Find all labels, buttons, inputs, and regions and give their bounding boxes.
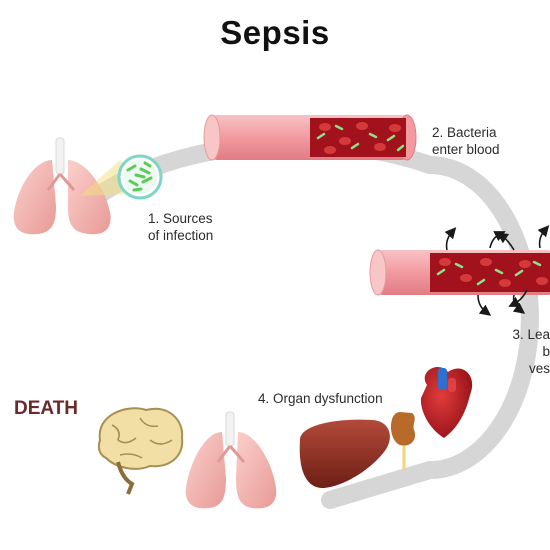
brain-icon — [97, 407, 184, 495]
lungs-icon — [13, 137, 111, 235]
kidney-icon — [391, 412, 416, 470]
step-2-line-2: enter blood — [432, 142, 500, 157]
step-3-line-1: 3. Lea — [512, 327, 550, 342]
blood-vessel-icon — [203, 114, 417, 161]
step-3-line-2: b — [542, 344, 550, 359]
cycle-arc — [71, 134, 539, 509]
step-1-label: 1. Sources of infection — [148, 210, 213, 244]
step-3-label: 3. Lea b ves — [512, 326, 550, 377]
lungs-icon — [185, 411, 277, 509]
step-4-label: 4. Organ dysfunction — [258, 390, 383, 407]
step-3-line-3: ves — [528, 361, 550, 376]
step-2-line-1: 2. Bacteria — [432, 125, 497, 140]
leaky-vessel-icon — [369, 225, 550, 316]
death-label: DEATH — [14, 398, 79, 419]
bacteria-magnifier-icon — [117, 154, 163, 200]
page-title: Sepsis — [220, 14, 330, 51]
liver-icon — [299, 419, 390, 489]
step-1-line-2: of infection — [148, 228, 214, 243]
heart-icon — [420, 367, 473, 438]
step-2-label: 2. Bacteria enter blood — [432, 124, 500, 158]
step-4-line-1: 4. Organ dysfunction — [258, 391, 383, 406]
step-1-line-1: 1. Sources — [148, 211, 213, 226]
